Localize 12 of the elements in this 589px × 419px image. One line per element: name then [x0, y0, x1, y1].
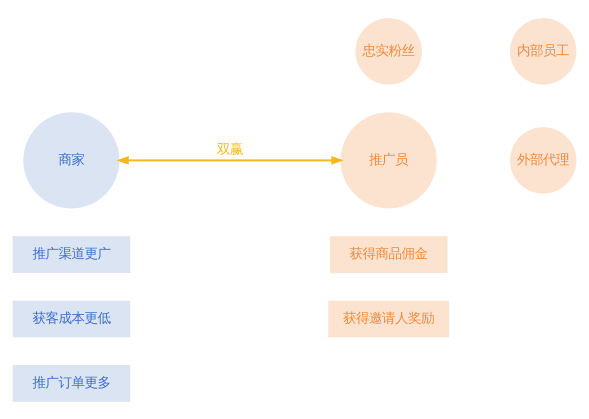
node-circle: 推广员: [340, 112, 437, 208]
node-box: 获得商品佣金: [330, 236, 448, 272]
node-box: 推广渠道更广: [12, 236, 130, 272]
edge-label: 双赢: [217, 142, 244, 158]
node-box: 获得邀请人奖励: [328, 300, 450, 337]
node-circle: 商家: [23, 112, 120, 208]
node-box: 获客成本更低: [12, 300, 130, 337]
arrow: [116, 156, 344, 164]
node-circle: 外部代理: [510, 126, 576, 194]
node-box: 推广订单更多: [12, 364, 130, 402]
node-circle: 忠实粉丝: [355, 18, 422, 84]
node-circle: 内部员工: [510, 18, 576, 84]
